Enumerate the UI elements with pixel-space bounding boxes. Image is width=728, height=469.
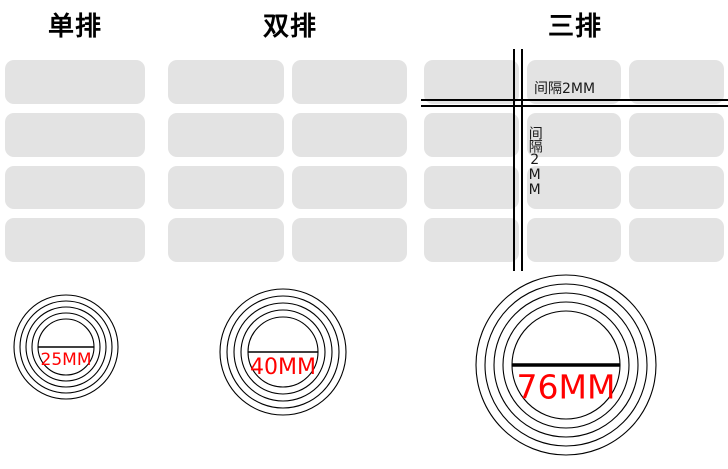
grid-cell bbox=[629, 218, 724, 262]
grid-cell bbox=[424, 60, 519, 104]
grid-cell bbox=[424, 218, 519, 262]
grid-cell bbox=[168, 165, 284, 210]
grid-cell bbox=[5, 218, 145, 262]
grid-cell bbox=[526, 112, 622, 157]
grid-cell bbox=[629, 112, 724, 157]
vertical-gap-guide-line-right bbox=[521, 49, 523, 271]
coil-diagram-triple-row: 76MM bbox=[472, 268, 672, 468]
horizontal-gap-guide-line-top bbox=[421, 99, 728, 101]
horizontal-gap-label: 间隔2MM bbox=[534, 81, 596, 97]
grid-cell bbox=[168, 218, 284, 262]
grid-cell bbox=[424, 165, 519, 210]
grid-cell bbox=[291, 112, 407, 157]
cell-grid-double-row bbox=[168, 60, 407, 262]
grid-cell bbox=[5, 60, 145, 104]
coil-size-label: 25MM bbox=[41, 350, 92, 370]
grid-cell bbox=[424, 112, 519, 157]
grid-cell bbox=[526, 165, 622, 210]
grid-cell bbox=[291, 60, 407, 104]
grid-cell bbox=[291, 218, 407, 262]
panel-title-triple-row: 三排 bbox=[547, 12, 602, 42]
vertical-gap-guide-line-left bbox=[513, 49, 515, 271]
grid-cell bbox=[291, 165, 407, 210]
coil-size-label: 76MM bbox=[517, 368, 616, 407]
grid-cell bbox=[168, 60, 284, 104]
grid-cell bbox=[5, 165, 145, 210]
panel-title-double-row: 双排 bbox=[262, 12, 317, 42]
grid-cell bbox=[5, 112, 145, 157]
grid-cell bbox=[526, 60, 622, 104]
concentric-rings bbox=[13, 294, 119, 400]
panel-title-single-row: 单排 bbox=[47, 12, 102, 42]
cell-grid-triple-row bbox=[424, 60, 724, 262]
coil-diagram-single-row: 25MM bbox=[0, 282, 140, 412]
grid-cell bbox=[629, 165, 724, 210]
coil-size-label: 40MM bbox=[250, 355, 316, 380]
grid-cell bbox=[168, 112, 284, 157]
vertical-gap-label: 间隔2MM bbox=[526, 126, 543, 197]
grid-cell bbox=[629, 60, 724, 104]
grid-cell bbox=[526, 218, 622, 262]
coil-diagram-double-row: 40MM bbox=[212, 278, 372, 428]
cell-grid-single-row bbox=[5, 60, 145, 262]
horizontal-gap-guide-line-bottom bbox=[421, 105, 728, 107]
